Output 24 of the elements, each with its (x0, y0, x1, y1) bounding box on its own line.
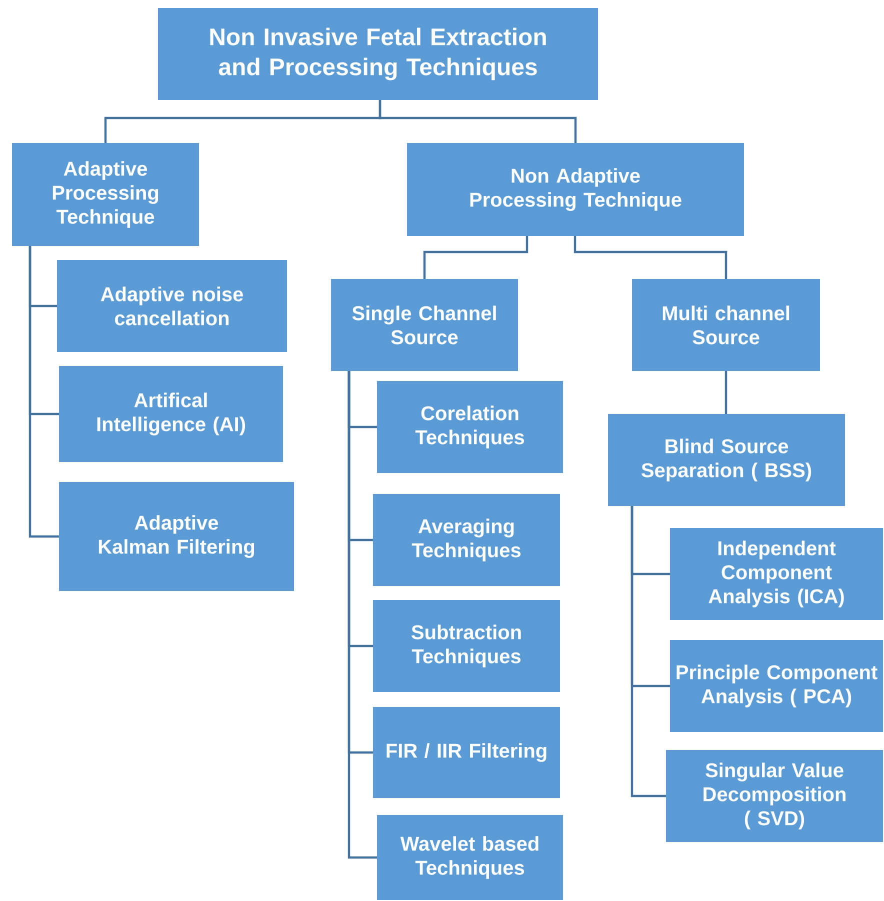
category-box: FIR / IIR Filtering (373, 707, 560, 798)
connector-line (630, 506, 666, 798)
category-box: Non Adaptive Processing Technique (407, 143, 744, 236)
connector-line (423, 236, 528, 279)
category-box: Adaptive Processing Technique (12, 143, 199, 246)
category-box: Singular Value Decomposition ( SVD) (666, 750, 883, 842)
category-box: Adaptive Kalman Filtering (59, 482, 294, 591)
category-box: Single Channel Source (331, 279, 518, 371)
category-box: Artifical Intelligence (AI) (59, 366, 283, 462)
category-box: Corelation Techniques (377, 381, 563, 473)
connector-line (574, 236, 728, 279)
category-box: Wavelet based Techniques (377, 815, 563, 900)
category-box: Principle Component Analysis ( PCA) (670, 640, 883, 732)
connector-line (28, 246, 59, 538)
category-box: Independent Component Analysis (ICA) (670, 528, 883, 620)
connector-line (378, 100, 577, 143)
title-box: Non Invasive Fetal Extraction and Processing Techniques (158, 8, 598, 100)
category-box: Averaging Techniques (373, 494, 560, 586)
category-box: Blind Source Separation ( BSS) (608, 414, 845, 506)
category-box: Subtraction Techniques (373, 600, 560, 692)
category-box: Adaptive noise cancellation (57, 260, 287, 352)
connector-line (724, 371, 728, 414)
category-box: Multi channel Source (632, 279, 820, 371)
connector-line (348, 371, 377, 859)
